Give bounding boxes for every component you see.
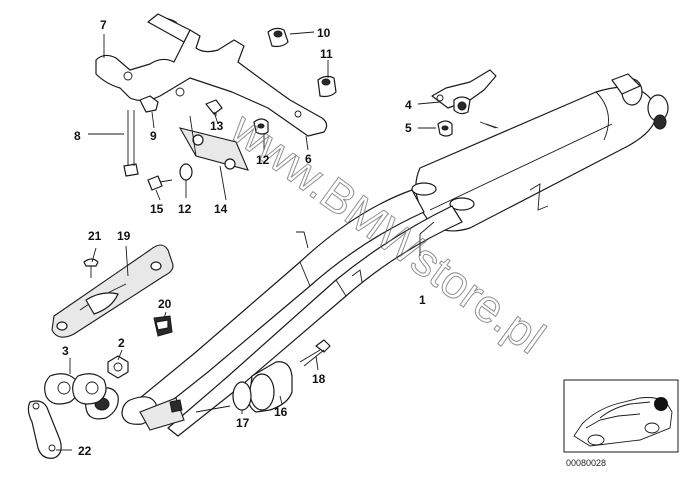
callout-6: 6 bbox=[305, 152, 312, 166]
callout-numbers: 1 2 3 4 5 6 7 8 9 10 11 12 12 13 14 15 1… bbox=[62, 18, 426, 458]
leader-lines bbox=[56, 31, 441, 451]
rubber-mount-11 bbox=[317, 75, 337, 98]
hanger-bracket-4 bbox=[431, 69, 497, 115]
callout-16: 16 bbox=[274, 405, 288, 419]
rubber-mount-10 bbox=[267, 27, 289, 48]
bolt-15 bbox=[147, 175, 173, 191]
callout-4: 4 bbox=[405, 98, 412, 112]
exhaust-location-marker bbox=[654, 397, 668, 411]
callout-9: 9 bbox=[150, 129, 157, 143]
callout-5: 5 bbox=[405, 121, 412, 135]
callout-2: 2 bbox=[118, 336, 125, 350]
callout-8: 8 bbox=[74, 129, 81, 143]
callout-12b: 12 bbox=[178, 202, 192, 216]
diagram-code: 00080028 bbox=[566, 458, 606, 468]
callout-12a: 12 bbox=[256, 153, 270, 167]
callout-13: 13 bbox=[210, 119, 224, 133]
washer-12a bbox=[253, 118, 269, 135]
screw-21 bbox=[83, 258, 99, 278]
nut-2 bbox=[107, 355, 129, 379]
callout-10: 10 bbox=[317, 26, 331, 40]
bolt-13 bbox=[205, 99, 223, 125]
clip-20 bbox=[153, 315, 173, 337]
heat-shield bbox=[51, 244, 174, 338]
bracket-22 bbox=[27, 400, 62, 459]
plate-14 bbox=[178, 115, 249, 171]
callout-14: 14 bbox=[214, 202, 228, 216]
support-bracket-6 bbox=[95, 13, 328, 137]
callout-22: 22 bbox=[78, 444, 92, 458]
callout-11: 11 bbox=[320, 47, 333, 61]
callout-7: 7 bbox=[100, 18, 107, 32]
callout-21: 21 bbox=[88, 229, 102, 243]
callout-3: 3 bbox=[62, 344, 69, 358]
bolt-8 bbox=[123, 110, 139, 177]
bolt-18 bbox=[299, 339, 331, 367]
callout-15: 15 bbox=[150, 202, 164, 216]
rubber-ring-5 bbox=[437, 120, 497, 137]
bolt-9 bbox=[139, 95, 159, 113]
front-pipe-assembly bbox=[85, 189, 463, 437]
callout-17: 17 bbox=[236, 416, 250, 430]
callout-19: 19 bbox=[117, 229, 131, 243]
callout-18: 18 bbox=[312, 372, 326, 386]
gasket-3 bbox=[44, 373, 107, 405]
washer-17 bbox=[232, 381, 252, 411]
callout-20: 20 bbox=[158, 297, 172, 311]
callout-1: 1 bbox=[419, 293, 426, 307]
vehicle-locator-inset: 00080028 bbox=[563, 379, 679, 468]
washer-12b bbox=[179, 163, 193, 181]
